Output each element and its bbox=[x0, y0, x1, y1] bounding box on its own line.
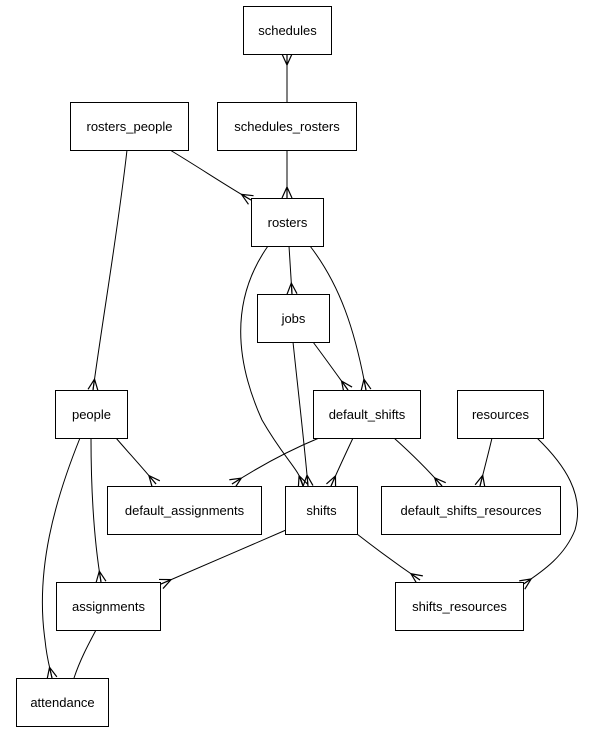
entity-box[interactable] bbox=[217, 102, 357, 151]
entity-label: schedules bbox=[258, 23, 317, 38]
crows-foot-icon bbox=[433, 476, 446, 490]
entity-label: default_shifts_resources bbox=[401, 503, 542, 518]
entity-box[interactable] bbox=[457, 390, 544, 439]
edge-line bbox=[292, 341, 309, 487]
entity-label: rosters bbox=[268, 215, 308, 230]
edge-resources-to-default-shifts-resources bbox=[474, 437, 493, 488]
crows-foot-icon bbox=[240, 193, 254, 205]
entity-rosters[interactable]: rosters bbox=[251, 198, 324, 247]
entity-assignments[interactable]: assignments bbox=[56, 582, 161, 631]
entity-box[interactable] bbox=[16, 678, 109, 727]
entity-label: assignments bbox=[72, 599, 145, 614]
edge-people-to-default-assignments bbox=[115, 437, 161, 488]
entity-box[interactable] bbox=[107, 486, 262, 535]
entity-label: attendance bbox=[30, 695, 94, 710]
edge-people-to-assignments bbox=[90, 437, 107, 583]
entity-label: shifts bbox=[306, 503, 337, 518]
crows-foot-icon bbox=[281, 53, 293, 67]
entity-label: jobs bbox=[281, 311, 306, 326]
entity-shifts-resources[interactable]: shifts_resources bbox=[395, 582, 524, 631]
edges-layer bbox=[41, 53, 579, 680]
edge-line bbox=[73, 629, 97, 679]
entity-shifts[interactable]: shifts bbox=[285, 486, 358, 535]
edge-schedules-rosters-to-rosters bbox=[281, 150, 293, 199]
edge-default-shifts-to-shifts bbox=[326, 437, 354, 489]
edge-default-shifts-to-default-shifts-resources bbox=[393, 437, 446, 490]
edge-default-shifts-to-default-assignments bbox=[229, 437, 320, 489]
entity-box[interactable] bbox=[285, 486, 358, 535]
entity-jobs[interactable]: jobs bbox=[257, 294, 330, 343]
edge-line bbox=[240, 245, 304, 487]
edge-schedules-rosters-to-schedules bbox=[281, 53, 293, 102]
edge-line bbox=[169, 149, 252, 201]
crows-foot-icon bbox=[360, 377, 372, 392]
entity-label: resources bbox=[472, 407, 530, 422]
entity-attendance[interactable]: attendance bbox=[16, 678, 109, 727]
crows-foot-icon bbox=[147, 474, 161, 488]
crows-foot-icon bbox=[302, 473, 314, 487]
edge-rosters-people-to-people bbox=[87, 149, 128, 391]
edge-line bbox=[90, 437, 102, 583]
edge-rosters-people-to-rosters bbox=[169, 149, 254, 205]
crows-foot-icon bbox=[409, 572, 423, 585]
entity-box[interactable] bbox=[56, 582, 161, 631]
crows-foot-icon bbox=[229, 477, 243, 489]
crows-foot-icon bbox=[46, 665, 58, 680]
entity-label: shifts_resources bbox=[412, 599, 507, 614]
crows-foot-icon bbox=[286, 281, 298, 295]
entity-label: default_shifts bbox=[329, 407, 406, 422]
edge-rosters-to-jobs bbox=[286, 245, 298, 295]
entity-default-shifts[interactable]: default_shifts bbox=[313, 390, 421, 439]
edge-assignments-to-attendance bbox=[73, 629, 97, 679]
edge-shifts-to-assignments bbox=[158, 529, 287, 589]
entity-box[interactable] bbox=[257, 294, 330, 343]
edge-people-to-attendance bbox=[41, 437, 81, 680]
crows-foot-icon bbox=[158, 578, 173, 589]
edge-line bbox=[41, 437, 81, 679]
entity-rosters-people[interactable]: rosters_people bbox=[70, 102, 189, 151]
entity-label: schedules_rosters bbox=[234, 119, 340, 134]
entity-box[interactable] bbox=[313, 390, 421, 439]
edge-rosters-to-default-shifts bbox=[309, 245, 372, 392]
entity-box[interactable] bbox=[70, 102, 189, 151]
entity-box[interactable] bbox=[55, 390, 128, 439]
edge-rosters-to-shifts bbox=[240, 245, 309, 488]
entity-label: people bbox=[72, 407, 111, 422]
edge-shifts-to-shifts-resources bbox=[356, 533, 423, 585]
entity-box[interactable] bbox=[243, 6, 332, 55]
entity-label: default_assignments bbox=[125, 503, 245, 518]
crows-foot-icon bbox=[340, 379, 353, 394]
crows-foot-icon bbox=[326, 474, 337, 489]
edge-jobs-to-shifts bbox=[292, 341, 314, 487]
entity-box[interactable] bbox=[251, 198, 324, 247]
crows-foot-icon bbox=[474, 473, 486, 488]
entity-schedules-rosters[interactable]: schedules_rosters bbox=[217, 102, 357, 151]
nodes-layer: schedules schedules_rosters rosters_people… bbox=[16, 6, 561, 727]
edge-line bbox=[160, 529, 287, 585]
edge-line bbox=[92, 149, 128, 391]
entity-schedules[interactable]: schedules bbox=[243, 6, 332, 55]
edge-line bbox=[521, 437, 579, 586]
entity-people[interactable]: people bbox=[55, 390, 128, 439]
crows-foot-icon bbox=[87, 377, 99, 391]
entity-default-assignments[interactable]: default_assignments bbox=[107, 486, 262, 535]
entity-box[interactable] bbox=[381, 486, 561, 535]
crows-foot-icon bbox=[281, 185, 293, 199]
entity-box[interactable] bbox=[395, 582, 524, 631]
entity-resources[interactable]: resources bbox=[457, 390, 544, 439]
entity-label: rosters_people bbox=[87, 119, 173, 134]
crows-foot-icon bbox=[95, 569, 107, 583]
entity-default-shifts-resources[interactable]: default_shifts_resources bbox=[381, 486, 561, 535]
edge-line bbox=[309, 245, 367, 391]
edge-jobs-to-default-shifts bbox=[312, 341, 353, 394]
